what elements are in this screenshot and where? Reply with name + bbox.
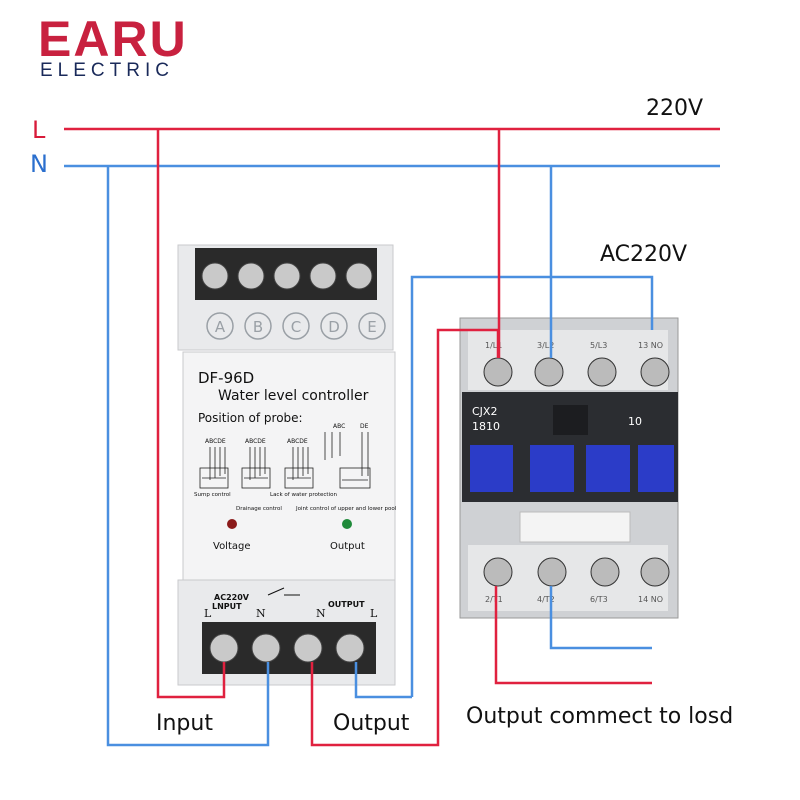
screw-terminal-icon xyxy=(534,357,564,387)
contactor-model-1: CJX2 xyxy=(472,405,497,418)
caption-drainage: Drainage control xyxy=(236,506,282,512)
screw-terminal-icon xyxy=(293,633,323,663)
screw-terminal-icon xyxy=(201,262,229,290)
probe-rods-1 xyxy=(209,447,226,480)
screw-terminal-icon xyxy=(251,633,281,663)
contactor-blue-block xyxy=(586,445,630,492)
terminal-b-marker xyxy=(244,312,272,340)
contactor-model-2: 1810 xyxy=(472,420,500,433)
contactor-terminal-bottom-4: 14 NO xyxy=(638,595,663,604)
relay-switch-symbol xyxy=(267,587,300,596)
live-line-label: L xyxy=(32,116,46,144)
screw-terminal-icon xyxy=(335,633,365,663)
water-level-controller: A B C D E DF-96D Water level controller … xyxy=(177,244,397,686)
terminal-e-marker xyxy=(358,312,386,340)
controller-model: DF-96D xyxy=(198,369,254,387)
contactor-blue-block xyxy=(530,445,574,492)
probe-tank-3 xyxy=(284,467,314,489)
contactor-terminal-top-4: 13 NO xyxy=(638,341,663,350)
bottom-input-label: AC220V xyxy=(214,593,250,602)
output-indicator-label: Output xyxy=(330,541,365,552)
screw-terminal-icon xyxy=(590,557,620,587)
probe-letters-3: ABCDE xyxy=(287,438,308,445)
terminal-b-label: B xyxy=(253,318,263,336)
neutral-wire-to-coil xyxy=(410,275,654,697)
pin-label-l2: L xyxy=(370,607,378,620)
screw-terminal-icon xyxy=(209,633,239,663)
supply-voltage-label: 220V xyxy=(646,96,704,121)
controller-title: Water level controller xyxy=(218,388,369,404)
screw-terminal-icon xyxy=(345,262,373,290)
contactor-rating: 10 xyxy=(628,415,642,428)
load-label: Output commect to losd xyxy=(466,704,734,729)
probe-letters-4: ABC xyxy=(333,423,345,430)
voltage-indicator-label: Voltage xyxy=(213,541,251,552)
contactor-terminal-bottom-3: 6/T3 xyxy=(590,595,608,604)
contactor-blue-block xyxy=(470,445,513,492)
contactor-slider xyxy=(519,511,631,543)
terminal-c-marker xyxy=(282,312,310,340)
screw-terminal-icon xyxy=(640,357,670,387)
probe-letters-2: ABCDE xyxy=(245,438,266,445)
screw-terminal-icon xyxy=(587,357,617,387)
contactor-terminal-top-3: 5/L3 xyxy=(590,341,607,350)
caption-sump: Sump control xyxy=(194,492,231,498)
probe-water-levels xyxy=(202,477,368,481)
controller-front-panel xyxy=(182,351,396,581)
screw-terminal-icon xyxy=(483,357,513,387)
terminal-c-label: C xyxy=(291,318,301,336)
probe-rods-4 xyxy=(324,432,369,476)
terminal-a-label: A xyxy=(215,318,226,336)
probe-letters-5: DE xyxy=(360,423,369,430)
screw-terminal-icon xyxy=(640,557,670,587)
probe-tank-1 xyxy=(199,467,229,489)
neutral-wire-to-input xyxy=(106,166,270,747)
screw-terminal-icon xyxy=(483,557,513,587)
contactor-terminal-bottom-2: 4/T2 xyxy=(537,595,555,604)
voltage-led xyxy=(227,519,237,529)
bottom-output-label: OUTPUT xyxy=(328,600,365,609)
contactor-terminal-bottom-1: 2/T1 xyxy=(485,595,503,604)
probe-heading: Position of probe: xyxy=(198,411,303,425)
caption-lack: Lack of water protection xyxy=(270,492,337,498)
contactor-terminal-top-2: 3/L2 xyxy=(537,341,554,350)
probe-rods-2 xyxy=(249,447,266,480)
neutral-line-label: N xyxy=(30,150,48,178)
screw-terminal-icon xyxy=(237,262,265,290)
terminal-a-marker xyxy=(206,312,234,340)
caption-joint: Joint control of upper and lower pool xyxy=(295,506,397,512)
screw-terminal-icon xyxy=(273,262,301,290)
contactor-terminal-top-1: 1/L1 xyxy=(485,341,502,350)
output-wire-neutral-return xyxy=(354,662,412,699)
output-label: Output xyxy=(333,711,410,736)
contactor-window xyxy=(553,405,588,435)
contactor-blue-block xyxy=(638,445,674,492)
probe-rods-3 xyxy=(292,447,309,480)
probe-tank-4 xyxy=(339,467,371,489)
probe-tank-2 xyxy=(241,467,271,489)
brand-logo-text: EARU xyxy=(38,11,188,67)
coil-voltage-label: AC220V xyxy=(600,242,688,267)
load-wire-neutral xyxy=(549,586,652,650)
screw-terminal-icon xyxy=(537,557,567,587)
live-wire-to-input xyxy=(156,129,226,699)
pin-label-l1: L xyxy=(204,607,212,620)
output-led xyxy=(342,519,352,529)
load-wire-live xyxy=(494,586,652,685)
terminal-d-marker xyxy=(320,312,348,340)
input-label: Input xyxy=(156,711,213,736)
bottom-input-label2: LNPUT xyxy=(212,602,242,611)
terminal-d-label: D xyxy=(328,318,340,336)
pin-label-n1: N xyxy=(256,607,266,620)
brand-subtitle: ELECTRIC xyxy=(40,60,174,81)
probe-letters-1: ABCDE xyxy=(205,438,226,445)
pin-label-n2: N xyxy=(316,607,326,620)
screw-terminal-icon xyxy=(309,262,337,290)
terminal-e-label: E xyxy=(367,318,376,336)
ac-contactor: 1/L1 3/L2 5/L3 13 NO CJX2 1810 10 2/T1 4… xyxy=(459,317,679,619)
